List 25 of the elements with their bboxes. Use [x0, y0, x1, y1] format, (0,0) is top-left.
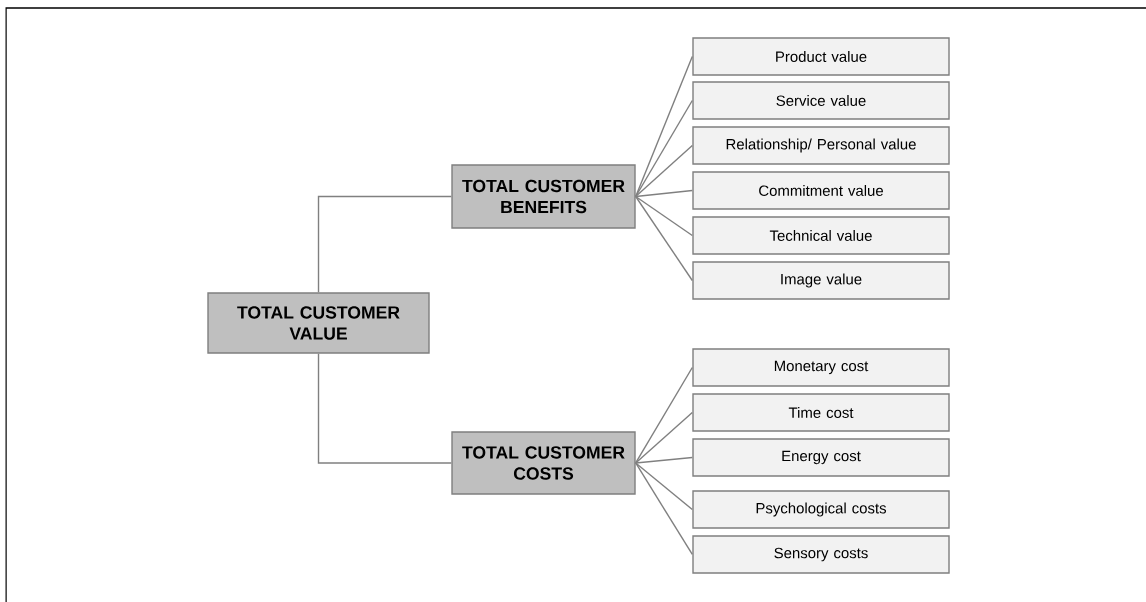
connector-line	[635, 456, 693, 464]
connector-line	[635, 462, 693, 556]
connector-line	[635, 195, 693, 282]
connector-line	[635, 144, 693, 198]
connector-line	[635, 189, 693, 198]
category-box: TOTAL CUSTOMER VALUE	[207, 292, 430, 354]
connector-line	[317, 195, 452, 293]
connector-line	[635, 195, 693, 237]
connector-line	[635, 366, 693, 464]
item-box: Technical value	[692, 216, 950, 255]
item-box: Commitment value	[692, 171, 950, 210]
item-box: Sensory costs	[692, 535, 950, 574]
connector-line	[635, 462, 693, 511]
item-box: Relationship/ Personal value	[692, 126, 950, 165]
connector-line	[317, 353, 452, 464]
item-box: Service value	[692, 81, 950, 120]
item-box: Image value	[692, 261, 950, 300]
item-box: Psychological costs	[692, 490, 950, 529]
item-box: Energy cost	[692, 438, 950, 477]
connector-line	[635, 411, 693, 464]
item-box: Product value	[692, 37, 950, 76]
category-box: TOTAL CUSTOMER BENEFITS	[451, 164, 636, 229]
item-box: Time cost	[692, 393, 950, 432]
category-box: TOTAL CUSTOMER COSTS	[451, 431, 636, 495]
item-box: Monetary cost	[692, 348, 950, 387]
